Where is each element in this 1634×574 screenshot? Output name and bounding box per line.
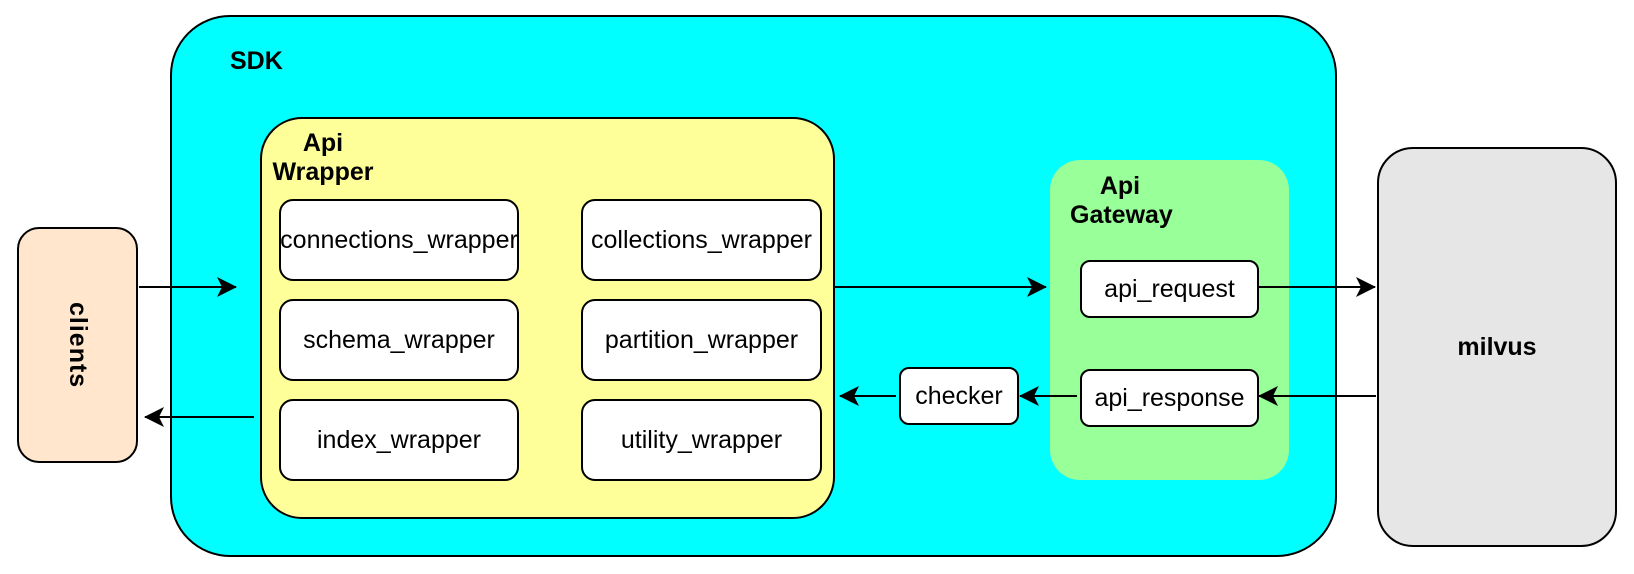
connections-wrapper-node: connections_wrapper [279,199,519,281]
api-request-node: api_request [1080,260,1259,318]
api-wrapper-label: Api Wrapper [272,129,374,186]
clients-label: clients [64,301,92,389]
checker-node: checker [899,367,1019,425]
api-gateway-label-line2: Gateway [1070,200,1173,229]
milvus-node: milvus [1377,147,1617,547]
utility-wrapper-node: utility_wrapper [581,399,822,481]
api-wrapper-label-line1: Api [302,129,344,157]
api-response-node: api_response [1080,369,1259,427]
api-wrapper-label-line2: Wrapper [272,157,374,186]
index-wrapper-node: index_wrapper [279,399,519,481]
collections-wrapper-node: collections_wrapper [581,199,822,281]
api-gateway-label-line1: Api [1099,172,1141,200]
schema-wrapper-node: schema_wrapper [279,299,519,381]
clients-node: clients [17,227,138,463]
partition-wrapper-node: partition_wrapper [581,299,822,381]
sdk-container: SDK Api Wrapper connections_wrapper coll… [170,15,1337,557]
sdk-label: SDK [230,47,283,75]
api-gateway-container: Api Gateway api_request api_response [1050,160,1289,480]
api-wrapper-container: Api Wrapper connections_wrapper collecti… [260,117,835,519]
api-gateway-label: Api Gateway [1070,172,1173,229]
